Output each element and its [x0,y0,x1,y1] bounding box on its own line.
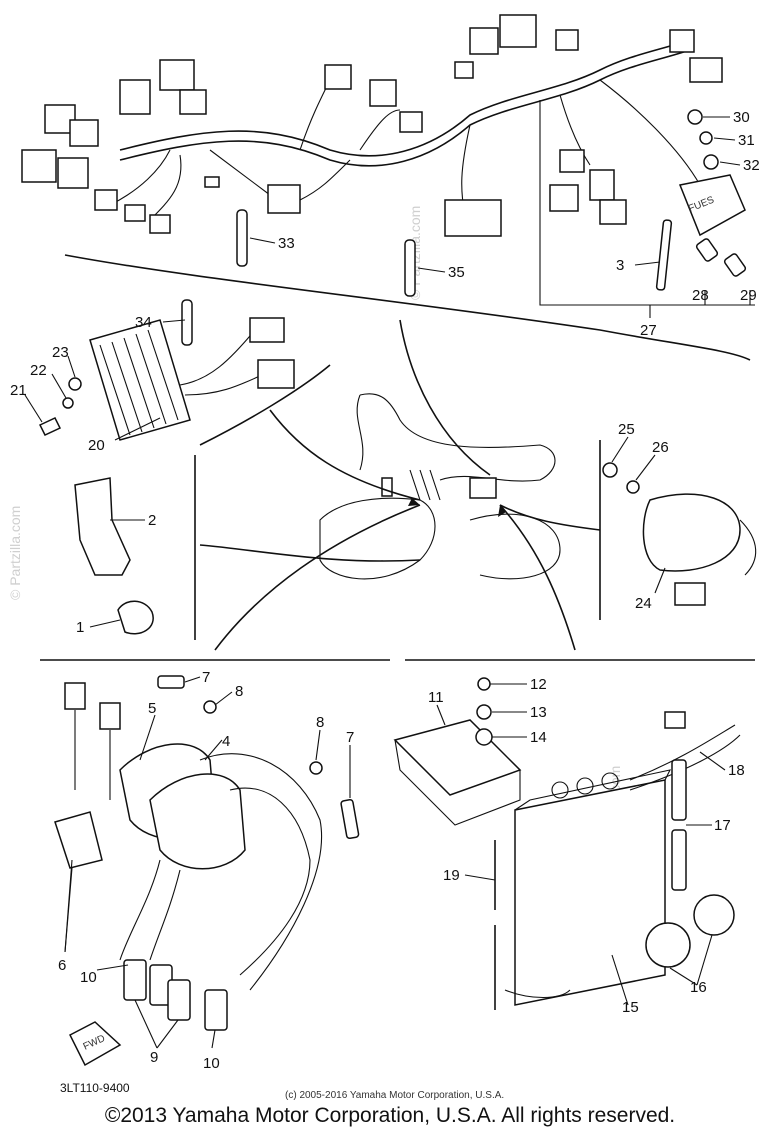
callout-16: 16 [690,979,707,996]
callout-1: 1 [76,619,84,636]
cdi-and-battery [393,677,741,1010]
callout-25: 25 [618,421,635,438]
callout-18: 18 [728,762,745,779]
callout-8-right: 8 [316,714,324,731]
callout-35: 35 [448,264,465,281]
callout-10-right: 10 [203,1055,220,1072]
callout-6: 6 [58,957,66,974]
callout-4: 4 [222,733,230,750]
copyright-footer: ©2013 Yamaha Motor Corporation, U.S.A. A… [104,1104,676,1127]
ignition-coils: FWD [54,675,360,1067]
callout-24: 24 [635,595,652,612]
callout-28: 28 [692,287,709,304]
callout-5: 5 [148,700,156,717]
callout-27: 27 [640,322,657,339]
callout-2: 2 [148,512,156,529]
callout-22: 22 [30,362,47,379]
connection-lines [199,319,601,651]
starter-relay [602,462,757,606]
callout-26: 26 [652,439,669,456]
callout-3: 3 [616,257,624,274]
callout-9: 9 [150,1049,158,1066]
wire-harness [109,39,701,221]
harness-connectors [21,14,723,237]
watermark: © Partzilla.com [7,506,23,600]
callout-31: 31 [738,132,755,149]
callout-21: 21 [10,382,27,399]
small-parts-top [236,109,747,297]
callout-20: 20 [88,437,105,454]
callout-13: 13 [530,704,547,721]
callout-10-left: 10 [80,969,97,986]
callout-7-right: 7 [346,729,354,746]
callout-23: 23 [52,344,69,361]
callout-8-left: 8 [235,683,243,700]
bracket-and-clamp [74,477,154,635]
callout-17: 17 [714,817,731,834]
callout-34: 34 [135,314,152,331]
group-lines [40,100,755,661]
callout-14: 14 [530,729,547,746]
callout-19: 19 [443,867,460,884]
callout-11: 11 [428,689,444,706]
callout-15: 15 [622,999,639,1016]
callout-33: 33 [278,235,295,252]
callout-29: 29 [740,287,757,304]
callout-7-top: 7 [202,669,210,686]
callout-30: 30 [733,109,750,126]
small-copyright-notice: (c) 2005-2016 Yamaha Motor Corporation, … [285,1090,504,1101]
rectifier-regulator [38,299,295,441]
callout-labels: 30 31 32 33 35 3 28 29 27 34 23 22 21 20… [10,109,760,1072]
leader-lines [24,116,741,1049]
callout-12: 12 [530,676,547,693]
callout-32: 32 [743,157,760,174]
fuse-box: FUES [678,174,746,237]
motorcycle-frame [319,393,561,580]
drawing-code: 3LT110-9400 [60,1081,130,1095]
